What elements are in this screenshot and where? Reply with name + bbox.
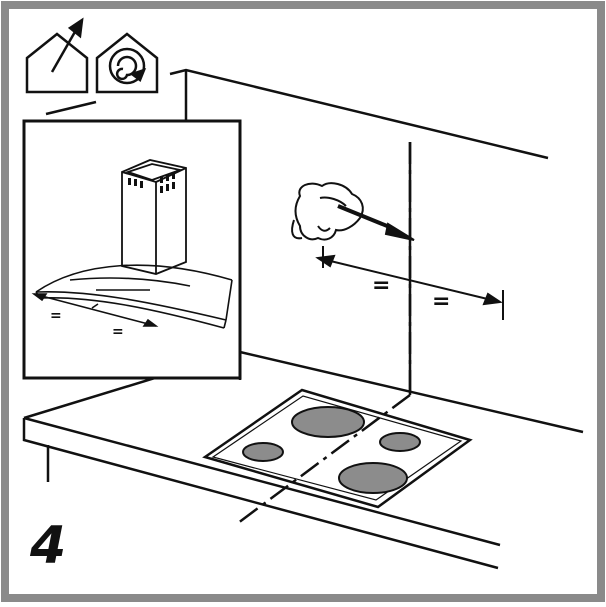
burner-large-back [291,406,365,438]
equal-mark-left: = [372,273,390,298]
house-ducted-exhaust-icon [25,17,89,94]
house-recirculation-icon [95,32,159,94]
hand-with-pencil-icon [291,182,415,241]
chimney [121,159,187,275]
inset-equal-right: = [112,324,124,340]
glass-canopy [35,264,233,329]
burner-large-front [338,462,408,494]
step-number: 4 [30,516,67,576]
center-axis-line [237,142,412,525]
equal-mark-right: = [432,289,450,314]
inset-hood-detail: = = [22,119,242,380]
vent-slots [128,172,175,193]
wall-measurement [315,246,504,320]
burner-small-right [379,432,421,452]
burner-small-left [242,442,284,462]
inset-equal-left: = [50,308,62,324]
inset-measurement [31,293,159,327]
